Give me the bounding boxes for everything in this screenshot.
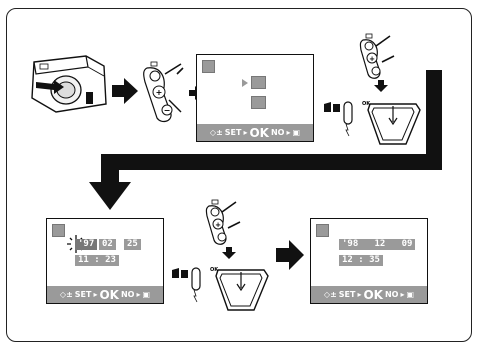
arrow-updown-icon: ◇± [59,290,73,299]
clock-icon [52,224,65,237]
svg-text:+: + [369,55,375,63]
flow-connector-arrow [89,70,442,210]
set-label: SET [224,128,242,137]
lcd-instruction-bar: ◇± SET ▸ OK NO ▸ ▣ [311,286,427,303]
svg-text:+: + [215,221,221,229]
no-label: NO [120,290,135,299]
set-label: SET [338,290,356,299]
svg-text:+: + [156,88,163,97]
mode-dial-switch: + [205,199,241,245]
selection-triangle-icon [242,79,248,87]
date-day-field: 25 [124,239,141,250]
down-arrow-icon [374,80,388,92]
date-result-field: '98 12 09 [339,239,416,250]
print-date-icon [202,60,215,73]
date-month-field: 02 [99,239,116,250]
date-year-field: '97 [75,239,98,250]
shutter-button-assembly [324,101,421,145]
ok-button-label: OK [362,101,371,107]
shutter-button-assembly [172,267,269,311]
exit-icon: ▣ [142,290,151,299]
down-arrow-icon [222,247,236,259]
arrow-updown-icon: ◇± [323,290,337,299]
arrow-updown-icon: ◇± [209,128,223,137]
time-field: 11 : 23 [75,255,119,266]
mode-dial-switch: + [359,33,395,79]
lcd-instruction-bar: ◇± SET ▸ OK NO ▸ ▣ [197,124,313,141]
no-label: NO [270,128,285,137]
time-result-field: 12 : 35 [339,255,383,266]
lcd-screen-date-result: '98 12 09 12 : 35 ◇± SET ▸ OK NO ▸ ▣ [310,218,428,304]
mode-dial-switch: + − [143,61,184,123]
clock-icon [316,224,329,237]
ok-button-label: OK [210,267,219,273]
lcd-screen-print-date: ◇± SET ▸ OK NO ▸ ▣ [196,54,314,142]
no-label: NO [384,290,399,299]
svg-text:−: − [164,106,171,115]
arrow-icon [112,78,138,104]
exit-icon: ▣ [292,128,301,137]
no-date-icon [251,96,266,109]
arrow-icon [276,240,304,270]
ok-label: OK [249,125,269,140]
lcd-instruction-bar: ◇± SET ▸ OK NO ▸ ▣ [47,286,163,303]
exit-icon: ▣ [406,290,415,299]
ok-label: OK [99,287,119,302]
set-label: SET [74,290,92,299]
lcd-screen-date-entry: '97 02 25 11 : 23 ◇± SET ▸ OK NO ▸ ▣ [46,218,164,304]
ok-label: OK [363,287,383,302]
diagram-frame [6,8,472,342]
print-date-selected-icon [251,76,266,89]
camera-illustration [31,55,107,113]
